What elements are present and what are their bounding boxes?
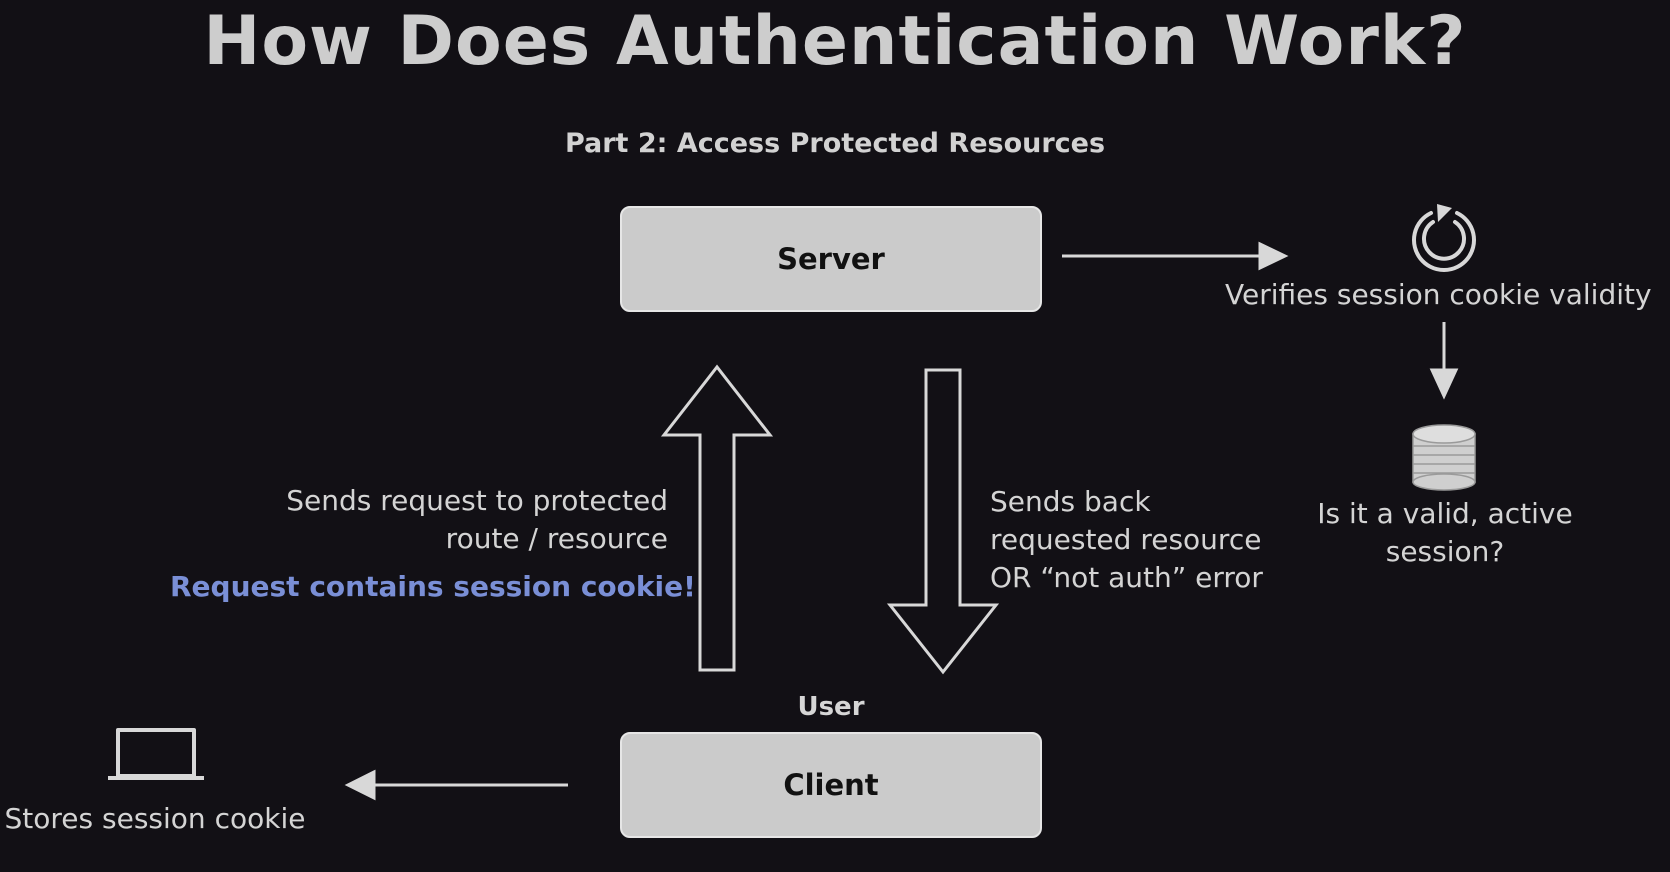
client-box: Client [620,732,1042,838]
request-description: Sends request to protected route / resou… [270,482,668,558]
database-question: Is it a valid, active session? [1300,495,1590,571]
server-box: Server [620,206,1042,312]
response-line-1: Sends back [990,485,1151,518]
database-icon [1412,424,1476,491]
verify-to-database-arrow [1429,322,1459,400]
client-to-storage-arrow [344,769,568,801]
request-line-2: route / resource [445,522,668,555]
server-to-verify-arrow [1062,241,1289,271]
response-line-2: requested resource [990,523,1262,556]
session-cookie-note: Request contains session cookie! [170,570,696,603]
database-line-1: Is it a valid, active [1317,497,1573,530]
response-description: Sends back requested resource OR “not au… [990,483,1290,597]
user-label: User [797,692,865,722]
database-line-2: session? [1385,535,1505,568]
page-title: How Does Authentication Work? [203,2,1467,81]
storage-label: Stores session cookie [4,802,306,835]
laptop-icon [108,728,204,780]
server-label: Server [777,242,885,276]
response-line-3: OR “not auth” error [990,561,1263,594]
client-label: Client [783,768,879,802]
refresh-icon [1412,204,1476,273]
request-up-arrow [660,364,774,672]
page-subtitle: Part 2: Access Protected Resources [564,128,1106,159]
response-down-arrow [886,368,1000,675]
request-line-1: Sends request to protected [286,484,668,517]
verify-label: Verifies session cookie validity [1225,278,1652,311]
